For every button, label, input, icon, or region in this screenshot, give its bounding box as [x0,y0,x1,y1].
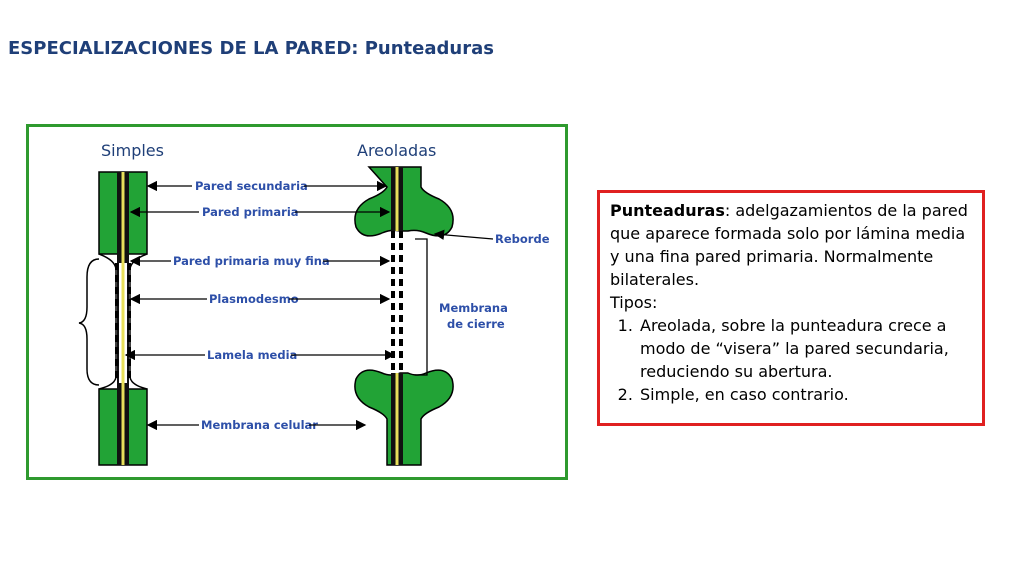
definition-box: Punteaduras: adelgazamientos de la pared… [597,190,985,426]
page-title: ESPECIALIZACIONES DE LA PARED: Punteadur… [8,38,494,59]
label-pared-primaria-muy-fina: Pared primaria muy fina [173,254,330,268]
areolate-wall-bottom [354,369,454,466]
label-de-cierre: de cierre [447,317,505,331]
heading-areoladas: Areoladas [357,141,436,160]
label-plasmodesmo: Plasmodesmo [209,292,299,306]
definition-text: : adelgazamientos de la pared que aparec… [610,201,968,289]
simple-middle-lamella [121,172,125,465]
label-membrana: Membrana [439,301,508,315]
tipo-item-simple: Simple, en caso contrario. [638,383,972,406]
areolate-pit [354,166,454,466]
label-reborde: Reborde [495,232,550,246]
simple-pit-brace [78,258,100,386]
label-lamela-media: Lamela media [207,348,297,362]
definition-term: Punteaduras [610,201,725,220]
label-pared-secundaria: Pared secundaria [195,179,308,193]
pit-diagram-svg: Simples Areoladas [78,141,550,466]
simple-pit [78,171,148,466]
label-pared-primaria: Pared primaria [202,205,299,219]
pit-diagram: Simples Areoladas [26,124,568,480]
tipos-label: Tipos: [610,293,658,312]
label-membrana-celular: Membrana celular [201,418,318,432]
tipo-item-areolada: Areolada, sobre la punteadura crece a mo… [638,314,972,383]
definition-paragraph: Punteaduras: adelgazamientos de la pared… [610,199,972,291]
tipos-list: Areolada, sobre la punteadura crece a mo… [610,314,972,406]
areolate-wall-top [354,166,454,237]
heading-simples: Simples [101,141,164,160]
